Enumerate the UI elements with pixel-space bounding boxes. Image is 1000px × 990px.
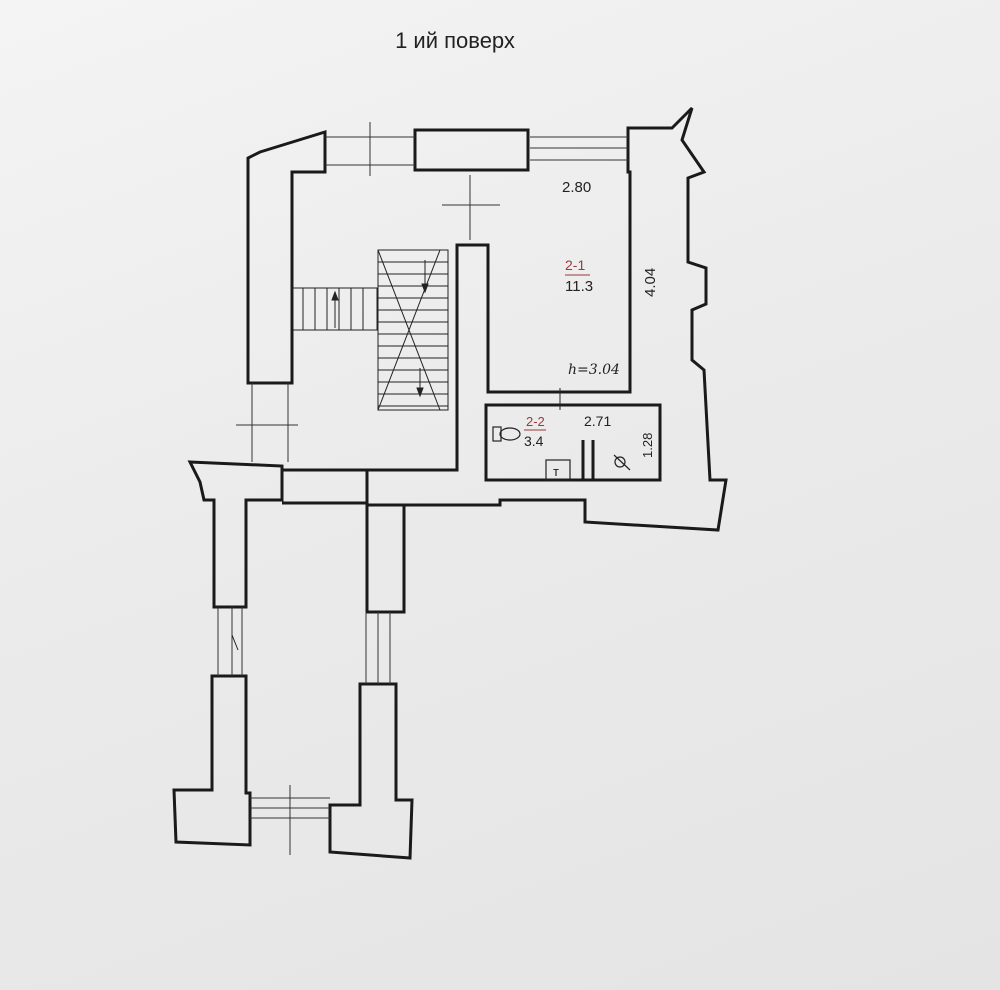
floor-title: 1 ий поверх [395,28,515,53]
room-wc-width: 2.71 [584,413,611,429]
window-top-right [530,136,628,161]
wc-room-outline [484,403,662,482]
wall-right-outer [365,106,728,532]
wall-lower-left [187,460,284,609]
staircase [377,249,449,411]
door-lower-left [231,634,239,651]
room-main-width: 2.80 [562,179,591,196]
window-left-upper [236,383,298,462]
wall-lower-right-bottom [328,682,414,860]
room-wc-id: 2-2 [526,414,545,429]
room-wc-area: 3.4 [524,433,544,449]
opening-stair-top [442,175,500,240]
toilet-icon [492,426,521,442]
boiler-box [545,459,571,481]
room-wc-length: 1.28 [640,433,655,458]
room-main-length: 4.04 [642,268,659,297]
room-main-height: h=3.04 [568,362,620,378]
wall-upper-left [246,129,327,385]
wall-lower-left-bottom [172,674,252,847]
window-top-left [325,122,415,176]
sink-icon [613,454,631,471]
window-right-lower [365,612,391,684]
room-main-area: 11.3 [565,278,593,295]
window-left-lower [217,607,243,676]
wall-lower-mid [365,470,406,614]
boiler-letter: т [553,464,559,479]
room-main-id: 2-1 [565,257,585,273]
entrance-steps [292,287,378,331]
window-bottom [250,785,330,855]
wall-top-middle [413,128,530,172]
